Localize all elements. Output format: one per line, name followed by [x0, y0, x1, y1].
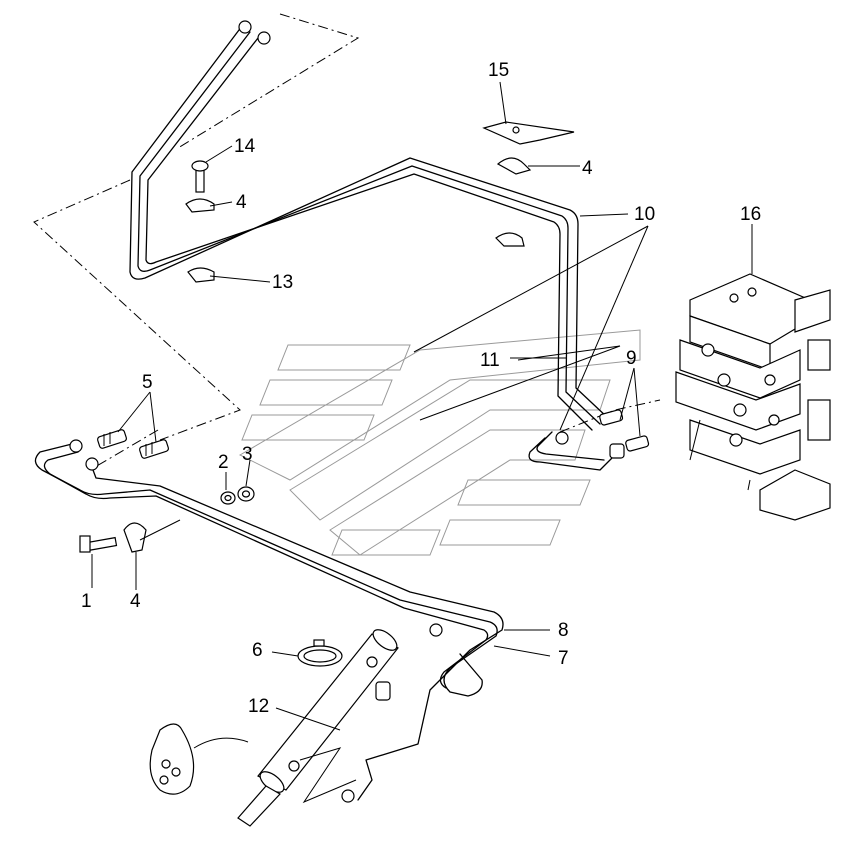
fittings-5 — [97, 429, 169, 459]
clamps-and-bolts — [79, 157, 532, 553]
spare-parts-bag — [149, 723, 249, 795]
callout-1: 1 — [81, 591, 92, 612]
callout-labels: 1 2 3 4 4 4 5 6 7 8 9 10 11 12 13 14 15 … — [81, 60, 761, 717]
callout-14: 14 — [234, 136, 256, 157]
fittings-9 — [599, 409, 650, 459]
callout-16: 16 — [740, 204, 761, 225]
hydraulic-cylinder-12 — [237, 629, 399, 827]
hose-clamp-6 — [297, 639, 343, 667]
callout-9: 9 — [626, 348, 637, 369]
callout-8: 8 — [558, 620, 569, 641]
callout-4-lower: 4 — [130, 591, 141, 612]
callout-10: 10 — [634, 204, 655, 225]
callout-leaders — [91, 81, 753, 731]
callout-7: 7 — [558, 648, 569, 669]
assembly-reference-lines — [33, 13, 661, 471]
control-valve-block — [675, 273, 831, 521]
callout-12: 12 — [248, 696, 269, 717]
callout-6: 6 — [252, 640, 263, 661]
upper-pipe-loop — [129, 20, 609, 431]
callout-4-left: 4 — [236, 192, 247, 213]
callout-3: 3 — [242, 444, 253, 465]
callout-11: 11 — [480, 350, 500, 371]
callout-5: 5 — [142, 372, 153, 393]
callout-2: 2 — [218, 452, 229, 473]
callout-13: 13 — [272, 272, 293, 293]
bracket-15 — [482, 121, 575, 145]
watermark-logo — [238, 329, 641, 556]
lower-pipe-run — [34, 431, 613, 803]
washers — [220, 486, 255, 505]
callout-4-upper: 4 — [582, 158, 593, 179]
callout-15: 15 — [488, 60, 509, 81]
